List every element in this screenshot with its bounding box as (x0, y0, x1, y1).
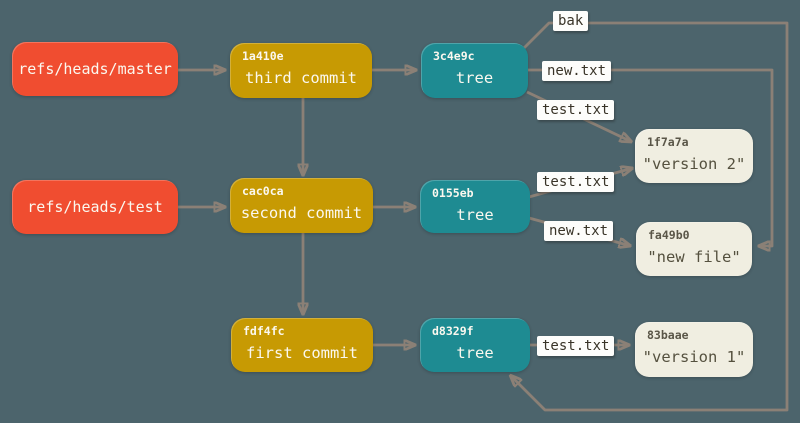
blob-content: "new file" (647, 248, 741, 266)
tree-label: tree (455, 69, 494, 87)
edge-tree1-bak-to-tree3 (510, 21, 789, 412)
tree-hash: 3c4e9c (433, 49, 475, 63)
edge-label-test-txt: test.txt (537, 172, 615, 192)
blob-node-new-file: fa49b0 "new file" (636, 222, 752, 276)
blob-content: "version 1" (642, 348, 746, 366)
commit-node-third: 1a410e third commit (230, 43, 372, 98)
blob-hash: 1f7a7a (647, 135, 689, 149)
blob-hash: 83baae (647, 328, 689, 342)
blob-node-version-1: 83baae "version 1" (635, 322, 753, 377)
commit-node-first: fdf4fc first commit (231, 318, 373, 372)
tree-label: tree (456, 344, 494, 362)
edge-label-new-txt: new.txt (544, 221, 614, 241)
commit-hash: fdf4fc (243, 324, 285, 338)
commit-message: third commit (245, 69, 357, 87)
edge-label-bak: bak (553, 11, 589, 31)
ref-node-master: refs/heads/master (12, 42, 178, 96)
commit-node-second: cac0ca second commit (230, 178, 373, 233)
blob-hash: fa49b0 (648, 228, 690, 242)
tree-node-3c4e9c: 3c4e9c tree (421, 43, 528, 98)
blob-content: "version 2" (642, 155, 746, 173)
edge-label-new-txt: new.txt (542, 61, 612, 81)
ref-name: refs/heads/master (18, 60, 172, 78)
commit-hash: 1a410e (242, 49, 284, 63)
edge-tree1-newtxt-to-blob2 (528, 68, 774, 246)
edge-label-test-txt: test.txt (537, 336, 615, 356)
ref-name: refs/heads/test (27, 198, 163, 216)
ref-node-test: refs/heads/test (12, 180, 178, 234)
tree-node-0155eb: 0155eb tree (420, 180, 530, 233)
commit-hash: cac0ca (242, 184, 284, 198)
tree-node-d8329f: d8329f tree (420, 318, 530, 372)
tree-hash: 0155eb (432, 186, 474, 200)
tree-label: tree (456, 206, 494, 224)
commit-message: first commit (246, 344, 358, 362)
commit-message: second commit (240, 204, 363, 222)
edge-label-test-txt: test.txt (537, 100, 615, 120)
tree-hash: d8329f (432, 324, 474, 338)
blob-node-version-2: 1f7a7a "version 2" (635, 129, 753, 183)
